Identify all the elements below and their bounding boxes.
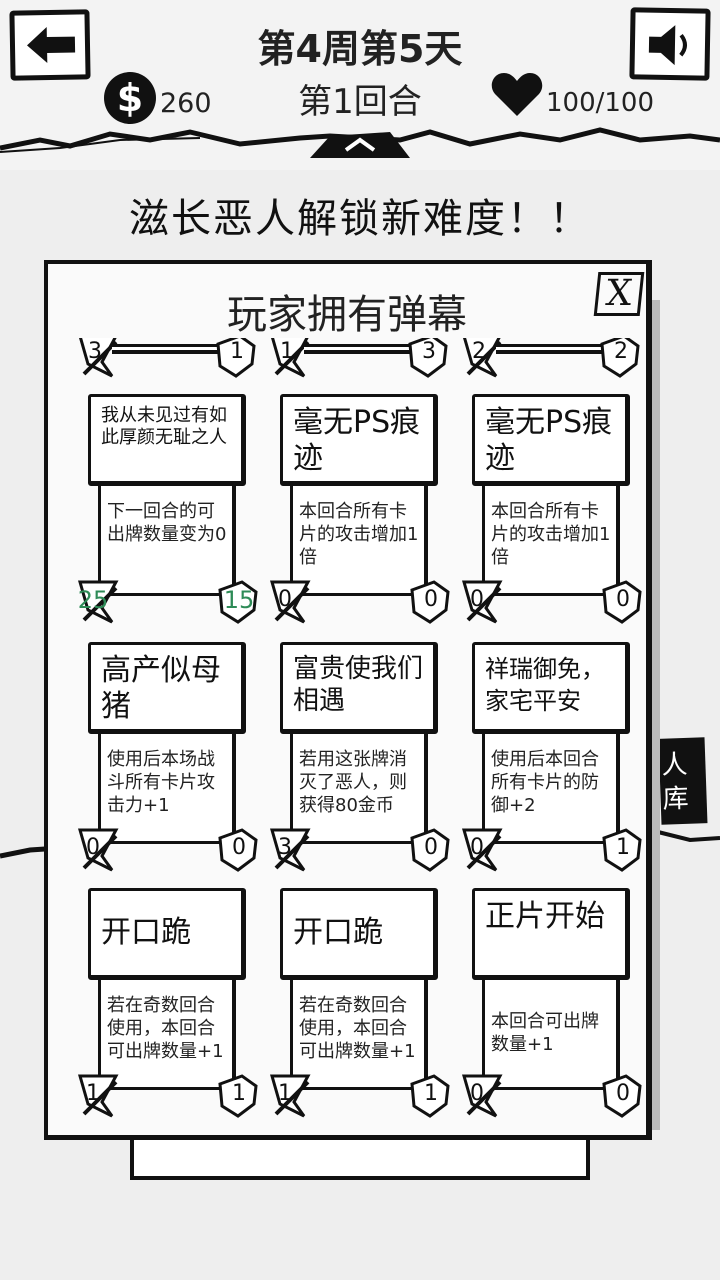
attack-badge-icon	[78, 1074, 119, 1118]
attack-value: 0	[86, 835, 100, 860]
attack-badge-icon	[270, 1074, 311, 1118]
card-title: 我从未见过有如此厚颜无耻之人	[88, 394, 246, 486]
side-tab-library[interactable]: 人 库	[658, 737, 708, 825]
card-description: 本回合所有卡片的攻击增加1倍	[290, 486, 428, 596]
card-description: 使用后本回合所有卡片的防御+2	[482, 734, 620, 844]
defense-badge-icon	[410, 828, 450, 872]
attack-badge-icon	[462, 580, 503, 624]
card-grid[interactable]: 3 1 1 3 2 2 我从未见过有如此厚颜无耻之人 下一回合的可出牌数量变为0…	[76, 338, 648, 1128]
card-description: 本回合所有卡片的攻击增加1倍	[482, 486, 620, 596]
card-description: 下一回合的可出牌数量变为0	[98, 486, 236, 596]
defense-badge-icon	[410, 1074, 450, 1118]
card-description: 若在奇数回合使用，本回合可出牌数量+1	[290, 980, 428, 1090]
attack-badge-icon	[78, 828, 119, 872]
defense-value: 1	[424, 1081, 438, 1106]
attack-value: 1	[86, 1081, 100, 1106]
week-day-title: 第4周第5天	[257, 27, 463, 71]
defense-value: 0	[424, 587, 438, 612]
speaker-icon	[648, 25, 687, 66]
card-edge	[496, 344, 606, 354]
defense-value: 3	[422, 339, 436, 364]
card-description: 使用后本场战斗所有卡片攻击力+1	[98, 734, 236, 844]
defense-value: 1	[616, 835, 630, 860]
chevron-up-icon[interactable]	[310, 118, 410, 164]
card-title: 高产似母猪	[88, 642, 246, 734]
card-title: 正片开始	[472, 888, 630, 980]
attack-badge-icon	[462, 1074, 503, 1118]
card-edge	[112, 344, 222, 354]
defense-value: 0	[616, 587, 630, 612]
card-title: 毫无PS痕迹	[472, 394, 630, 486]
side-tab-line1: 人	[660, 749, 688, 781]
attack-badge-icon	[270, 580, 311, 624]
defense-badge-icon	[218, 828, 258, 872]
defense-badge-icon	[600, 338, 640, 378]
defense-value: 15	[223, 586, 255, 614]
defense-badge-icon	[602, 1074, 642, 1118]
attack-value: 1	[278, 1081, 292, 1106]
attack-value: 0	[470, 587, 484, 612]
card-title: 开口跪	[280, 888, 438, 980]
card-partial[interactable]: 1 3	[270, 338, 448, 378]
attack-badge-icon	[78, 580, 119, 624]
defense-value: 0	[232, 835, 246, 860]
panel-bottom-strip	[130, 1140, 590, 1180]
danmaku-card[interactable]: 正片开始 本回合可出牌数量+1 0 0	[462, 888, 642, 1122]
attack-badge-icon	[462, 828, 503, 872]
defense-value: 0	[424, 835, 438, 860]
defense-badge-icon	[410, 580, 450, 624]
danmaku-card[interactable]: 毫无PS痕迹 本回合所有卡片的攻击增加1倍 0 0	[270, 394, 450, 628]
danmaku-card[interactable]: 富贵使我们相遇 若用这张牌消灭了恶人，则获得80金币 3 0	[270, 642, 450, 876]
card-partial[interactable]: 2 2	[462, 338, 640, 378]
card-title: 祥瑞御免，家宅平安	[472, 642, 630, 734]
defense-badge-icon	[218, 1074, 258, 1118]
attack-value: 3	[278, 835, 292, 860]
arrow-left-icon	[27, 27, 76, 64]
attack-value: 3	[88, 339, 102, 364]
card-title: 毫无PS痕迹	[280, 394, 438, 486]
defense-value: 1	[232, 1081, 246, 1106]
back-button[interactable]	[9, 9, 91, 81]
defense-value: 0	[616, 1081, 630, 1106]
hp-count: 100/100	[546, 88, 655, 118]
danmaku-card[interactable]: 高产似母猪 使用后本场战斗所有卡片攻击力+1 0 0	[78, 642, 258, 876]
danmaku-card[interactable]: 开口跪 若在奇数回合使用，本回合可出牌数量+1 1 1	[78, 888, 258, 1122]
coin-count: 260	[160, 88, 212, 119]
card-edge	[304, 344, 414, 354]
danmaku-card[interactable]: 我从未见过有如此厚颜无耻之人 下一回合的可出牌数量变为0 25 15	[77, 394, 258, 628]
defense-badge-icon	[218, 580, 258, 624]
panel-title: 玩家拥有弹幕	[227, 292, 467, 338]
defense-value: 2	[614, 339, 628, 364]
defense-badge-icon	[216, 338, 256, 378]
card-title: 富贵使我们相遇	[280, 642, 438, 734]
danmaku-card[interactable]: 毫无PS痕迹 本回合所有卡片的攻击增加1倍 0 0	[462, 394, 642, 628]
attack-value: 1	[280, 339, 294, 364]
defense-badge-icon	[408, 338, 448, 378]
defense-badge-icon	[602, 580, 642, 624]
heart-icon	[491, 73, 543, 116]
danmaku-card[interactable]: 祥瑞御免，家宅平安 使用后本回合所有卡片的防御+2 0 1	[462, 642, 642, 876]
attack-value: 0	[470, 835, 484, 860]
round-title: 第1回合	[298, 82, 422, 122]
danmaku-card[interactable]: 开口跪 若在奇数回合使用，本回合可出牌数量+1 1 1	[270, 888, 450, 1122]
card-partial[interactable]: 3 1	[78, 338, 256, 378]
attack-value: 0	[470, 1081, 484, 1106]
coin-icon: $	[104, 72, 156, 124]
side-tab-line2: 库	[662, 783, 690, 815]
attack-value: 2	[472, 339, 486, 364]
card-description: 本回合可出牌数量+1	[482, 980, 620, 1090]
sound-button[interactable]	[629, 7, 711, 81]
defense-value: 1	[230, 339, 244, 364]
card-description: 若用这张牌消灭了恶人，则获得80金币	[290, 734, 428, 844]
card-title: 开口跪	[88, 888, 246, 980]
defense-badge-icon	[602, 828, 642, 872]
attack-value: 25	[77, 586, 109, 614]
card-description: 若在奇数回合使用，本回合可出牌数量+1	[98, 980, 236, 1090]
close-button[interactable]: X	[593, 272, 645, 316]
attack-value: 0	[278, 587, 292, 612]
unlock-banner: 滋长恶人解锁新难度！！	[129, 196, 591, 242]
attack-badge-icon	[270, 828, 311, 872]
